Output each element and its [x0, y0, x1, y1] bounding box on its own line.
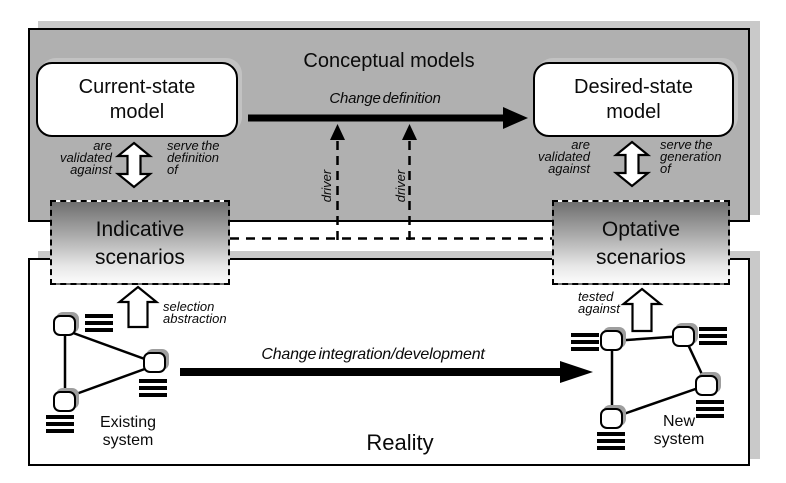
right-serve-generation-label: serve the generation of [660, 137, 722, 176]
selection-abstraction-label: selection abstraction [163, 299, 227, 326]
conceptual-models-title: Conceptual models [303, 50, 475, 72]
existing-node-2 [143, 352, 166, 373]
desired-state-model-box: Desired-state model [533, 62, 734, 137]
new-node-3 [695, 375, 718, 396]
existing-node-1 [53, 315, 76, 336]
new-node-1-lines-icon [571, 333, 599, 351]
optative-scenarios-box: Optative scenarios [552, 200, 730, 285]
existing-node-1-lines-icon [85, 314, 113, 332]
existing-node-2-lines-icon [139, 379, 167, 397]
existing-node-3-lines-icon [46, 415, 74, 433]
left-serve-definition-label: serve the definition of [167, 138, 220, 177]
indicative-scenarios-box: Indicative scenarios [50, 200, 230, 285]
new-node-4 [600, 408, 623, 429]
change-integration-label: Change integration/development [261, 346, 485, 363]
current-state-model-box: Current-state model [36, 62, 238, 137]
new-node-2-lines-icon [699, 327, 727, 345]
new-node-1 [600, 330, 623, 351]
existing-node-3 [53, 391, 76, 412]
new-node-4-lines-icon [597, 432, 625, 450]
reality-title: Reality [366, 430, 434, 455]
existing-system-label: Existing system [99, 414, 157, 449]
change-definition-label: Change definition [329, 90, 441, 107]
tested-against-label: tested against [578, 289, 620, 316]
new-system-label: New system [653, 413, 705, 448]
driver-label-right: driver [393, 169, 408, 203]
right-validated-label: are validated against [537, 137, 590, 176]
left-validated-label: are validated against [59, 138, 112, 177]
new-node-2 [672, 326, 695, 347]
new-node-3-lines-icon [696, 400, 724, 418]
driver-label-left: driver [319, 169, 334, 203]
